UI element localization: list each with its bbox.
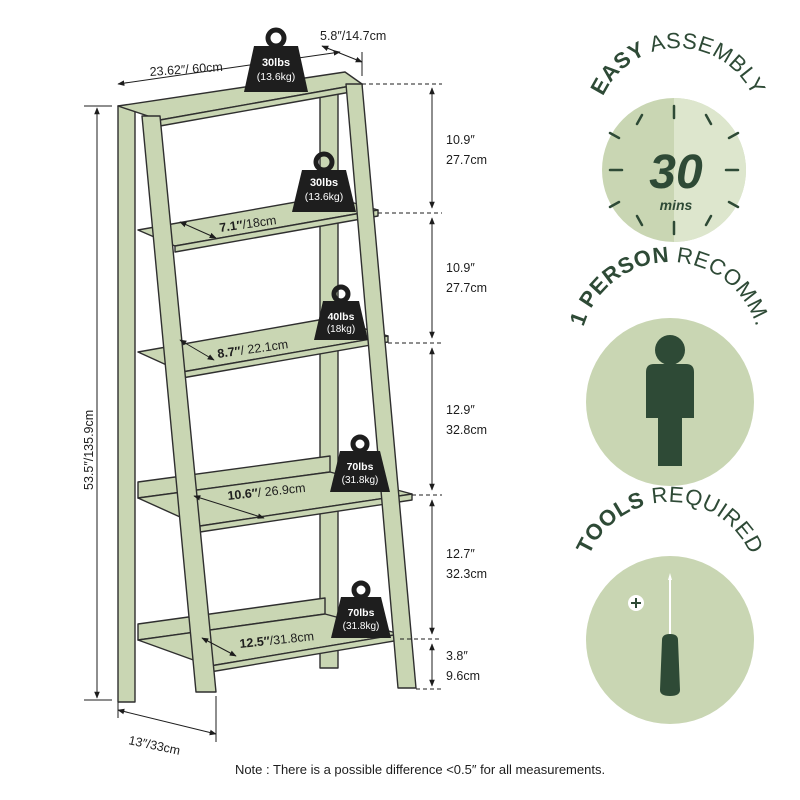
svg-text:30lbs: 30lbs	[310, 177, 338, 189]
tools-required-badge: TOOLS REQUIRED	[571, 482, 769, 724]
dimension-lines	[84, 45, 442, 742]
weight-icon-1: 30lbs (13.6kg)	[244, 27, 308, 92]
width-label: 23.62″/ 60cm	[149, 60, 223, 79]
gap-5-in: 3.8″	[446, 649, 468, 663]
shelf-depth-3-label: 10.6″/ 26.9cm	[227, 481, 306, 503]
assembly-time-value: 30	[649, 146, 703, 199]
top-depth-label: 5.8″/14.7cm	[320, 29, 386, 43]
measurement-note: Note : There is a possible difference <0…	[234, 762, 606, 777]
gap-1-cm: 27.7cm	[446, 153, 487, 167]
gap-4-in: 12.7″	[446, 547, 475, 561]
weight-icon-2: 30lbs (13.6kg)	[292, 151, 356, 212]
dimension-labels: 23.62″/ 60cm 5.8″/14.7cm 53.5″/135.9cm 1…	[82, 29, 487, 758]
gap-3-cm: 32.8cm	[446, 423, 487, 437]
easy-assembly-badge: EASY ASSEMBLY 30 mins	[585, 28, 770, 242]
front-left-leg	[141, 115, 217, 693]
gap-1-in: 10.9″	[446, 133, 475, 147]
shelf-depth-4-cm: /31.8cm	[269, 629, 315, 648]
gap-2-in: 10.9″	[446, 261, 475, 275]
svg-text:70lbs: 70lbs	[347, 461, 374, 473]
clock-icon	[608, 104, 740, 236]
base-depth-label: 13″/33cm	[127, 733, 181, 758]
svg-text:(13.6kg): (13.6kg)	[305, 191, 344, 203]
svg-text:70lbs: 70lbs	[348, 607, 375, 619]
shelf-depth-3-in: 10.6″	[227, 486, 259, 503]
weight-icon-4: 70lbs (31.8kg)	[330, 434, 390, 492]
shelf-depth-2-in: 8.7″	[216, 344, 241, 361]
assembly-time-unit: mins	[660, 197, 693, 213]
one-person-badge: 1 PERSON RECOMM.	[565, 242, 776, 486]
gap-4-cm: 32.3cm	[446, 567, 487, 581]
svg-text:(31.8kg): (31.8kg)	[343, 621, 380, 632]
gap-5-cm: 9.6cm	[446, 669, 480, 683]
shelf-depth-3-cm: / 26.9cm	[257, 481, 306, 500]
svg-text:40lbs: 40lbs	[328, 311, 355, 323]
weight-icon-3: 40lbs (18kg)	[314, 284, 368, 340]
svg-text:(13.6kg): (13.6kg)	[257, 71, 296, 83]
tools-required-title: TOOLS REQUIRED	[571, 482, 769, 558]
weight-icons: 30lbs (13.6kg) 30lbs (13.6kg) 40lbs (18k…	[244, 27, 391, 638]
svg-text:30lbs: 30lbs	[262, 57, 290, 69]
shelf-depth-1-cm: /18cm	[242, 213, 278, 232]
weight-icon-5: 70lbs (31.8kg)	[331, 580, 391, 638]
back-left-rail	[117, 105, 136, 703]
shelf-depth-2-label: 8.7″/ 22.1cm	[216, 337, 289, 361]
person-icon	[646, 335, 694, 466]
shelf-depth-4-label: 12.5″/31.8cm	[239, 629, 315, 651]
shelf-depth-2-cm: / 22.1cm	[240, 337, 289, 358]
gap-3-in: 12.9″	[446, 403, 475, 417]
screwdriver-icon	[628, 573, 680, 696]
svg-text:(31.8kg): (31.8kg)	[342, 475, 379, 486]
height-label: 53.5″/135.9cm	[82, 410, 96, 490]
shelf-depth-1-in: 7.1″	[218, 218, 243, 235]
gap-2-cm: 27.7cm	[446, 281, 487, 295]
svg-text:(18kg): (18kg)	[327, 324, 355, 335]
shelf-depth-4-in: 12.5″	[239, 634, 271, 651]
one-person-title: 1 PERSON RECOMM.	[565, 242, 776, 329]
shelf-depth-1-label: 7.1″/18cm	[218, 213, 277, 235]
easy-assembly-title: EASY ASSEMBLY	[585, 28, 770, 99]
